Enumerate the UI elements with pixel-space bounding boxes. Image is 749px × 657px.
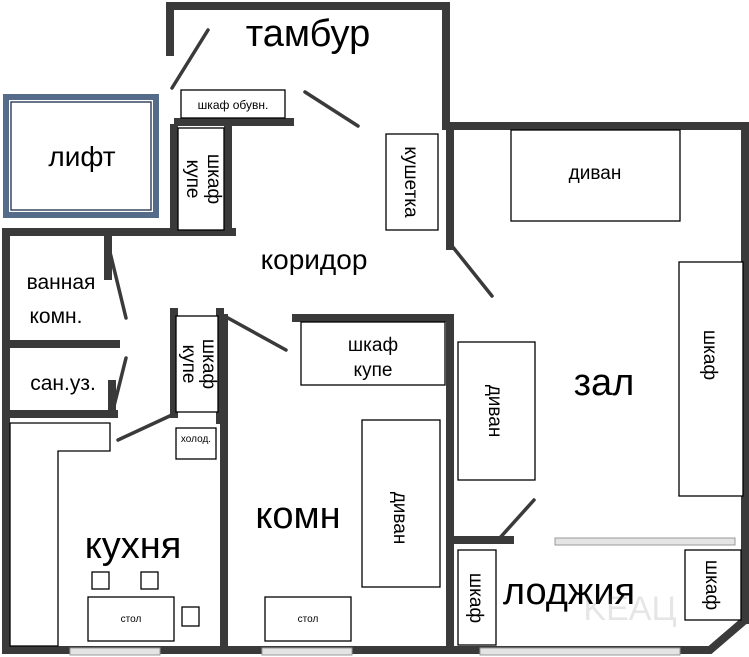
label-vannaya-1: ванная (27, 271, 96, 294)
label-vannaya-2: комн. (30, 305, 83, 328)
svg-text:кушетка: кушетка (400, 146, 421, 218)
svg-text:диван: диван (389, 492, 410, 545)
lift-frame (3, 94, 159, 218)
windows (69, 537, 736, 656)
bottom-exterior-wall (2, 614, 749, 654)
door-kitchen (116, 412, 176, 442)
furniture (9, 89, 744, 647)
label-wardrobe-corridor-kupe: купе (178, 345, 199, 384)
tambur-wall (166, 2, 450, 126)
window-loggia (479, 647, 681, 656)
label-sofa-room: диван (389, 492, 410, 545)
svg-text:диван: диван (484, 385, 505, 438)
label-wardrobe-room-shkaf: шкаф (348, 335, 398, 356)
window-room (261, 647, 353, 656)
window-hall (554, 537, 736, 546)
label-sofa-hall-left: диван (484, 385, 505, 438)
shoe-cabinet (180, 89, 286, 119)
wardrobe-loggia-right (684, 549, 742, 621)
chair-kitchen (181, 606, 200, 627)
door-toilet (110, 356, 128, 416)
sofa-room (361, 419, 441, 588)
stove-burner-1 (91, 571, 110, 590)
label-table-kitchen: стол (121, 614, 142, 625)
label-kushetka: кушетка (400, 146, 421, 218)
label-table-room: стол (298, 614, 319, 625)
label-koridor: коридор (261, 244, 368, 275)
svg-text:шкаф: шкаф (465, 573, 486, 623)
wardrobe-corridor (175, 315, 219, 413)
doors (106, 28, 536, 542)
label-wardrobe-niche-shkaf: шкаф (203, 154, 224, 204)
label-wardrobe-niche: шкаф купе (182, 154, 224, 204)
label-wardrobe-room-kupe: купе (354, 360, 393, 381)
door-room (226, 316, 288, 352)
label-kuhnya: кухня (85, 525, 182, 567)
label-wardrobe-loggia-right: шкаф (701, 560, 722, 610)
wardrobe-loggia-left (457, 549, 497, 646)
label-zal: зал (574, 362, 635, 404)
label-komn: комн (255, 495, 340, 537)
wardrobe-hall (678, 261, 744, 497)
door-tambur (170, 28, 210, 90)
label-wardrobe-corridor: шкаф купе (178, 339, 219, 389)
room-labels: тамбур лифт коридор зал ванная комн. сан… (27, 13, 636, 613)
door-tambur-inner (303, 90, 360, 128)
kitchen-counter (9, 422, 111, 647)
label-shkaf-obuvn: шкаф обувн. (198, 98, 269, 112)
label-wardrobe-hall: шкаф (699, 330, 720, 380)
label-tambur: тамбур (246, 13, 370, 55)
window-kitchen (69, 647, 161, 656)
label-sanuzel: сан.уз. (30, 372, 96, 395)
furniture-labels: шкаф обувн. шкаф купе кушетка диван шкаф… (121, 98, 722, 625)
label-wardrobe-corridor-shkaf: шкаф (198, 339, 219, 389)
wardrobe-niche (177, 127, 225, 231)
sofa-hall-top (510, 129, 681, 222)
label-wardrobe-niche-kupe: купе (182, 160, 203, 199)
table-kitchen (87, 596, 175, 642)
door-bath (106, 242, 128, 320)
label-fridge: холод. (181, 434, 211, 445)
lift-inner-frame (10, 101, 152, 211)
label-wardrobe-loggia-left: шкаф (465, 573, 486, 623)
fridge (175, 427, 217, 460)
couch-kushetka (385, 133, 439, 231)
niche-wall (170, 124, 232, 234)
watermark: KEAЦ (583, 590, 676, 628)
sofa-hall-left (457, 341, 536, 481)
door-hall (450, 244, 494, 298)
stove-burner-2 (140, 571, 159, 590)
label-lift: лифт (48, 141, 115, 172)
table-room (264, 596, 352, 642)
svg-text:шкаф: шкаф (699, 330, 720, 380)
door-loggia (496, 498, 536, 542)
hall-top-wall (442, 122, 749, 624)
wardrobe-room (300, 321, 446, 386)
lift (3, 94, 159, 218)
label-lodzhiya: лоджия (503, 571, 635, 613)
label-sofa-hall-top: диван (569, 163, 622, 184)
svg-text:шкаф: шкаф (701, 560, 722, 610)
